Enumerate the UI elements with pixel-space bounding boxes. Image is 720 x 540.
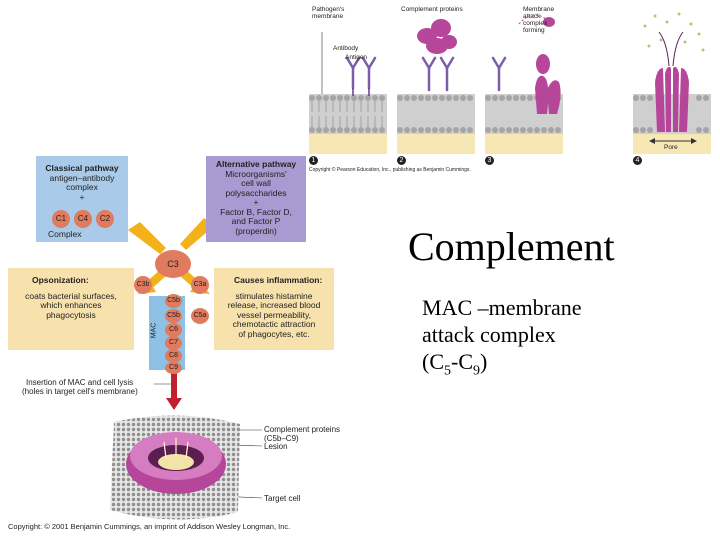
formula-suffix: ) [480,349,487,374]
inflammation-box: Causes inflammation: stimulates histamin… [214,268,334,350]
mac-forming-label: Membrane attack complex forming [523,6,563,34]
complement-proteins-c5b-c9-label: Complement proteins (C5b–C9) [264,425,340,443]
slide-body: MAC –membrane attack complex (C5-C9) [422,294,581,384]
protein-c8: C8 [165,349,182,363]
target-cell-surface [106,412,246,524]
protein-c5a: C5a [191,308,209,324]
mac-label: MAC [149,323,158,339]
protein-c6: C6 [165,323,182,337]
complex-label: Complex [48,230,82,240]
formula-prefix: (C [422,349,444,374]
complement-proteins-label: Complement proteins [401,5,463,14]
insertion-label-1: Insertion of MAC and cell lysis [26,378,133,387]
body-line-2: attack complex [422,321,581,348]
lesion-label: Lesion [264,442,288,451]
protein-c4: C4 [74,210,92,228]
protein-c5b: C5b [165,294,182,308]
protein-c2: C2 [96,210,114,228]
slide-title: Complement [408,224,615,270]
protein-c5b-2: C5b [165,309,182,323]
protein-c3: C3 [155,250,191,278]
formula-line: (C5-C9) [422,348,581,384]
inflammation-text-5: of phagocytes, etc. [214,330,334,340]
formula-sub-5: 5 [444,363,451,378]
panel-step-3: Membrane attack complex forming [485,2,563,154]
body-line-1: MAC –membrane [422,294,581,321]
complement-proteins-label-line1: Complement proteins [264,425,340,434]
protein-c9: C9 [165,362,182,374]
opsonization-title: Opsonization: [32,276,134,286]
alternative-text-7: (properdin) [206,227,306,237]
classical-plus: + [36,193,128,203]
inflammation-title: Causes inflammation: [234,276,334,286]
panel-step-4: Pore [633,2,711,154]
protein-c1: C1 [52,210,70,228]
protein-c3a: C3a [191,276,209,294]
target-cell-label: Target cell [264,494,300,503]
formula-sub-9: 9 [473,363,480,378]
panel-step-2: Complement proteins [397,2,475,154]
formula-mid: -C [451,349,473,374]
protein-c7: C7 [165,336,182,350]
pathway-copyright: Copyright: © 2001 Benjamin Cummings, an … [8,522,290,531]
protein-c3b: C3b [134,276,152,294]
alternative-pathway-box: Alternative pathway Microorganisms' cell… [206,156,306,242]
complement-proteins-drawing [397,2,475,102]
pore-drawing [633,2,711,154]
opsonization-text-3: phagocytosis [8,311,134,321]
pore-label: Pore [664,143,678,152]
classical-pathway-box: Classical pathway antigen–antibody compl… [36,156,128,242]
step-number-4: 4 [633,156,642,165]
insertion-label-2: (holes in target cell's membrane) [22,387,138,396]
step-number-3: 3 [485,156,494,165]
opsonization-box: Opsonization: coats bacterial surfaces, … [8,268,134,350]
